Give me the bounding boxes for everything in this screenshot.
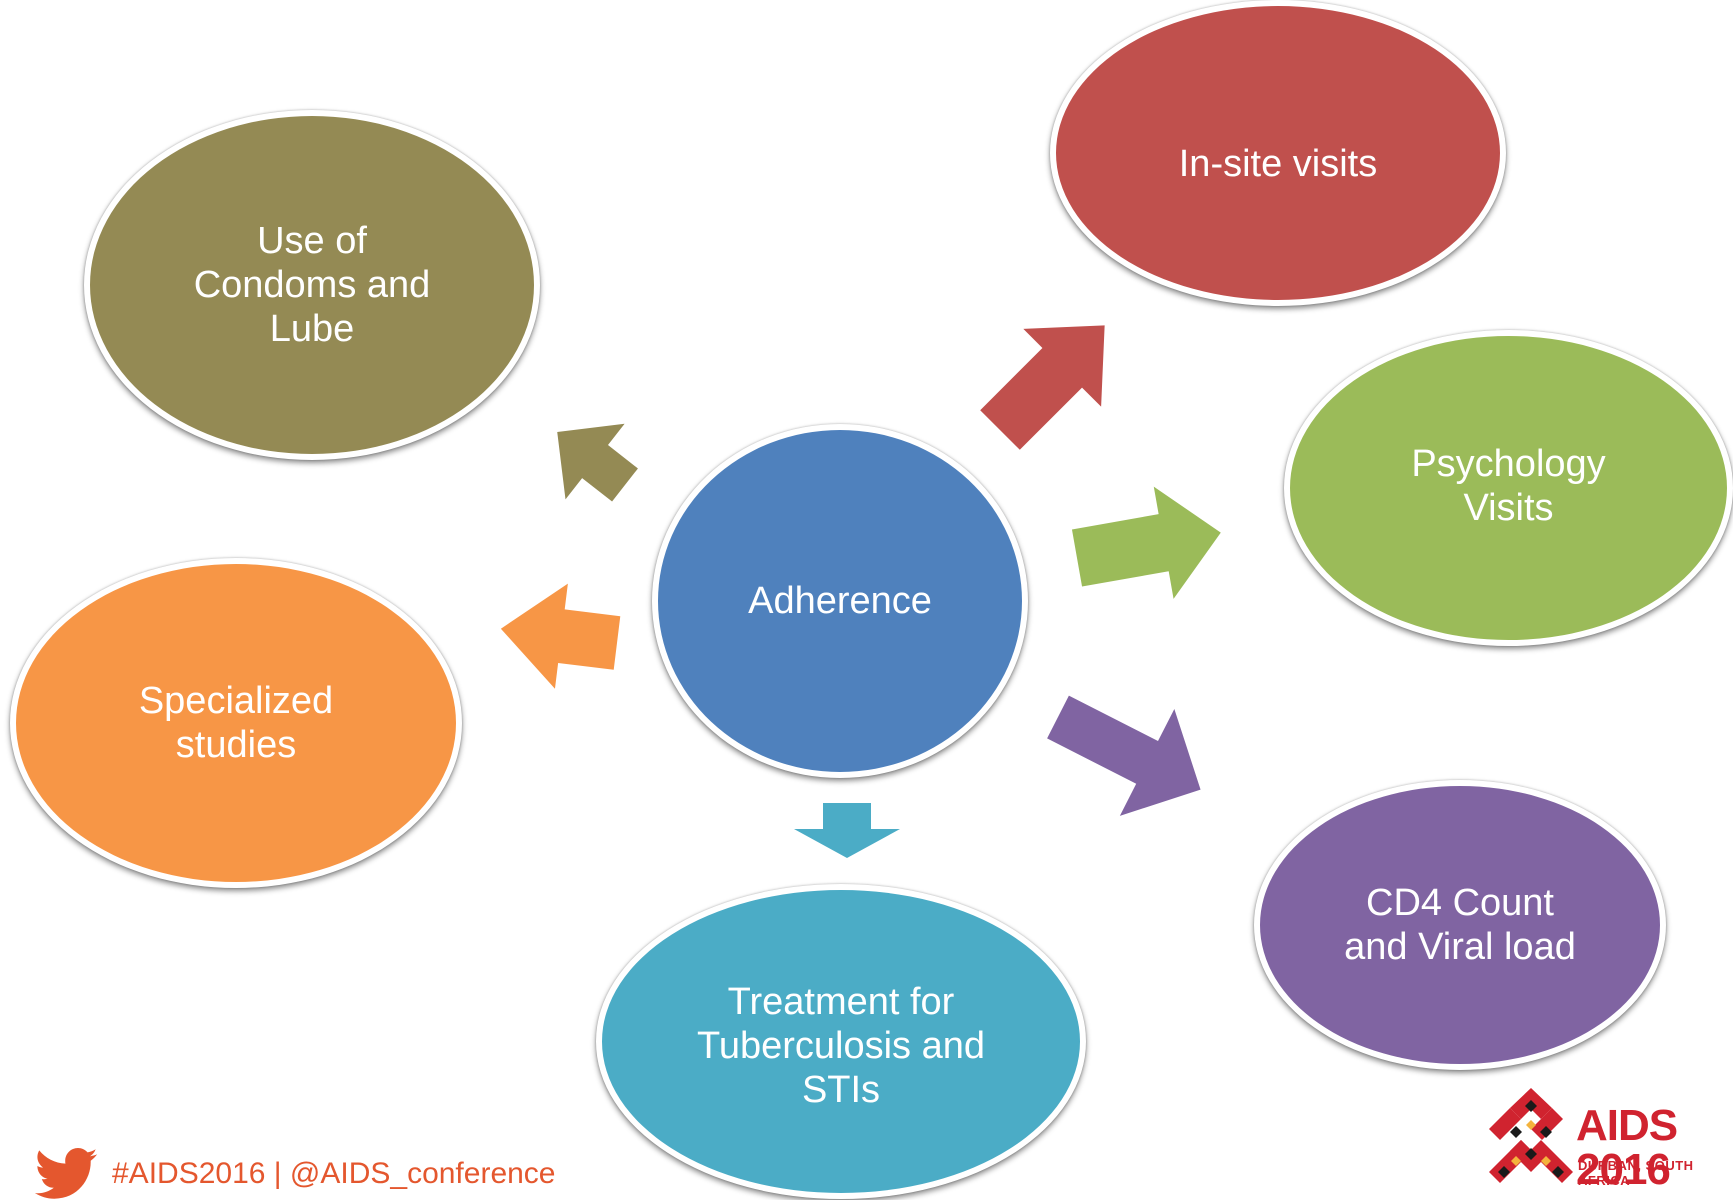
node-adherence-label: Adherence (748, 580, 932, 622)
node-adherence: Adherence (652, 424, 1028, 778)
node-cd4-label: CD4 Count and Viral load (1344, 882, 1576, 968)
node-treatment-label: Treatment for Tuberculosis and STIs (697, 981, 985, 1111)
node-insite: In-site visits (1050, 0, 1506, 306)
arrow-to-condoms (557, 423, 638, 502)
arrow-to-treatment (794, 803, 900, 858)
node-specialized: Specialized studies (10, 558, 462, 888)
logo-subtitle: DURBAN, SOUTH AFRICA (1578, 1158, 1694, 1188)
logo-title: AIDS 2016 (1576, 1101, 1678, 1194)
footer-hashtags: #AIDS2016 | @AIDS_conference (34, 1148, 556, 1200)
arrow-to-specialized (500, 583, 621, 689)
twitter-bird-icon (34, 1148, 98, 1199)
arrow-to-cd4 (1047, 695, 1201, 816)
arrow-to-insite (980, 325, 1105, 450)
footer-hashtag-text: #AIDS2016 | @AIDS_conference (112, 1157, 556, 1190)
node-treatment: Treatment for Tuberculosis and STIs (596, 884, 1086, 1199)
node-cd4: CD4 Count and Viral load (1254, 780, 1666, 1070)
aids-2016-logo: AIDS 2016 DURBAN, SOUTH AFRICA (1486, 1086, 1716, 1194)
arrow-to-psychology (1071, 486, 1221, 599)
ribbon-logo-icon (1489, 1088, 1573, 1183)
node-condoms: Use of Condoms and Lube (84, 110, 540, 460)
node-specialized-label: Specialized studies (138, 680, 334, 766)
node-psychology: Psychology Visits (1284, 330, 1733, 646)
node-condoms-label: Use of Condoms and Lube (193, 220, 431, 350)
node-insite-label: In-site visits (1178, 143, 1378, 185)
node-psychology-label: Psychology Visits (1411, 443, 1606, 529)
